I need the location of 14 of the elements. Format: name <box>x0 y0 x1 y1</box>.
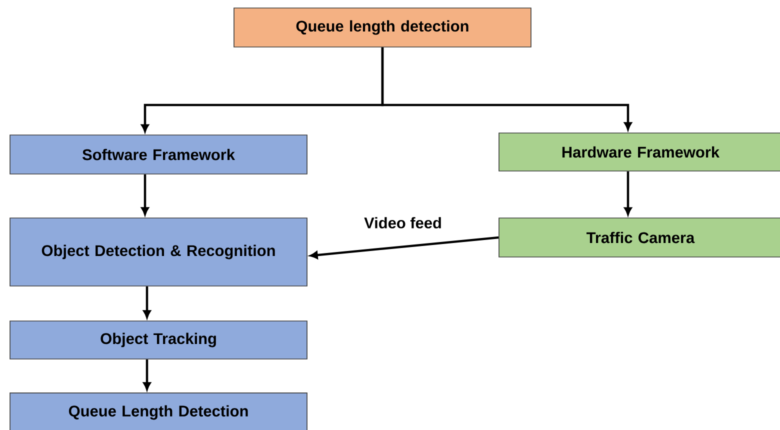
process-box: Queue Length Detection <box>10 392 308 430</box>
process-box: Software Framework <box>10 134 308 174</box>
title-box: Queue length detection <box>234 8 532 48</box>
arrow <box>624 171 632 216</box>
arrow <box>381 47 632 130</box>
arrow <box>143 286 151 318</box>
process-box: Object Detection & Recognition <box>10 218 308 286</box>
arrow <box>143 359 151 390</box>
arrow <box>141 174 149 216</box>
arrow <box>310 236 499 259</box>
process-box: Object Tracking <box>10 320 308 360</box>
process-box: Traffic Camera <box>498 218 780 258</box>
edge-label: Video feed <box>364 217 441 228</box>
process-box: Hardware Framework <box>498 132 780 172</box>
